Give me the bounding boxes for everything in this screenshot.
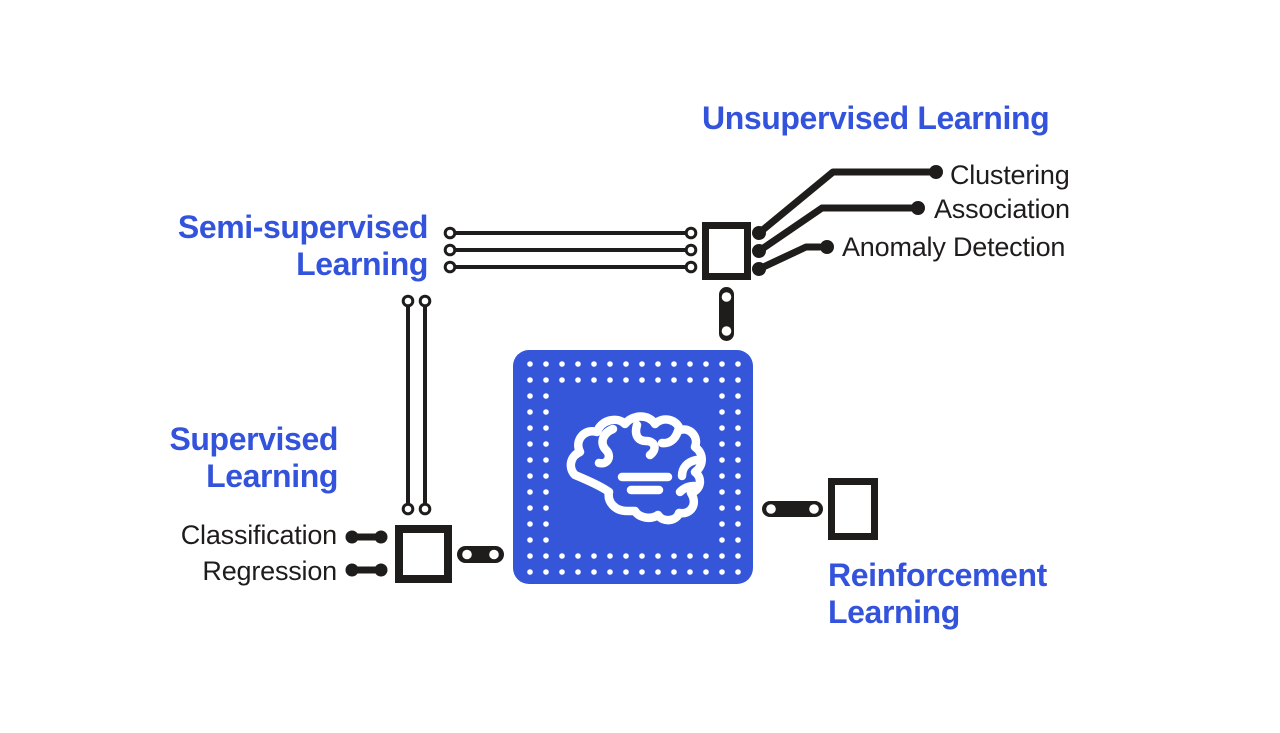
unsupervised-pin-box <box>702 222 751 280</box>
supervised-title-line1: Supervised <box>169 421 338 457</box>
reinforcement-pin-box <box>828 478 878 540</box>
classification-label: Classification <box>180 520 337 550</box>
chip-pin-dots <box>527 361 741 575</box>
classification-connector <box>345 530 388 544</box>
reinforcement-learning-title: Reinforcement Learning <box>828 557 1047 631</box>
semi-supervised-title-line1: Semi-supervised <box>177 209 429 245</box>
clustering-label: Clustering <box>950 160 1070 190</box>
semi-to-supervised-wires <box>401 294 432 516</box>
brain-chip <box>513 350 753 584</box>
reinforcement-title-line2: Learning <box>828 594 960 630</box>
unsupervised-traces <box>752 165 943 276</box>
regression-connector <box>345 563 388 577</box>
regression-label: Regression <box>202 556 337 586</box>
supervised-pin-box <box>395 525 452 583</box>
chip-right-connector <box>762 501 823 517</box>
supervised-title-line2: Learning <box>206 458 338 494</box>
association-label: Association <box>934 194 1070 224</box>
chip-top-connector <box>719 287 734 341</box>
semi-supervised-title-line2: Learning <box>296 246 428 282</box>
unsupervised-learning-title: Unsupervised Learning <box>702 100 1050 136</box>
semi-supervised-wires <box>443 226 698 274</box>
reinforcement-title-line1: Reinforcement <box>828 557 1047 593</box>
supervised-learning-title: Supervised Learning <box>88 421 338 495</box>
chip-left-connector <box>457 546 504 563</box>
brain-icon <box>566 412 706 525</box>
semi-supervised-learning-title: Semi-supervised Learning <box>140 209 429 283</box>
anomaly-detection-label: Anomaly Detection <box>842 232 1066 262</box>
